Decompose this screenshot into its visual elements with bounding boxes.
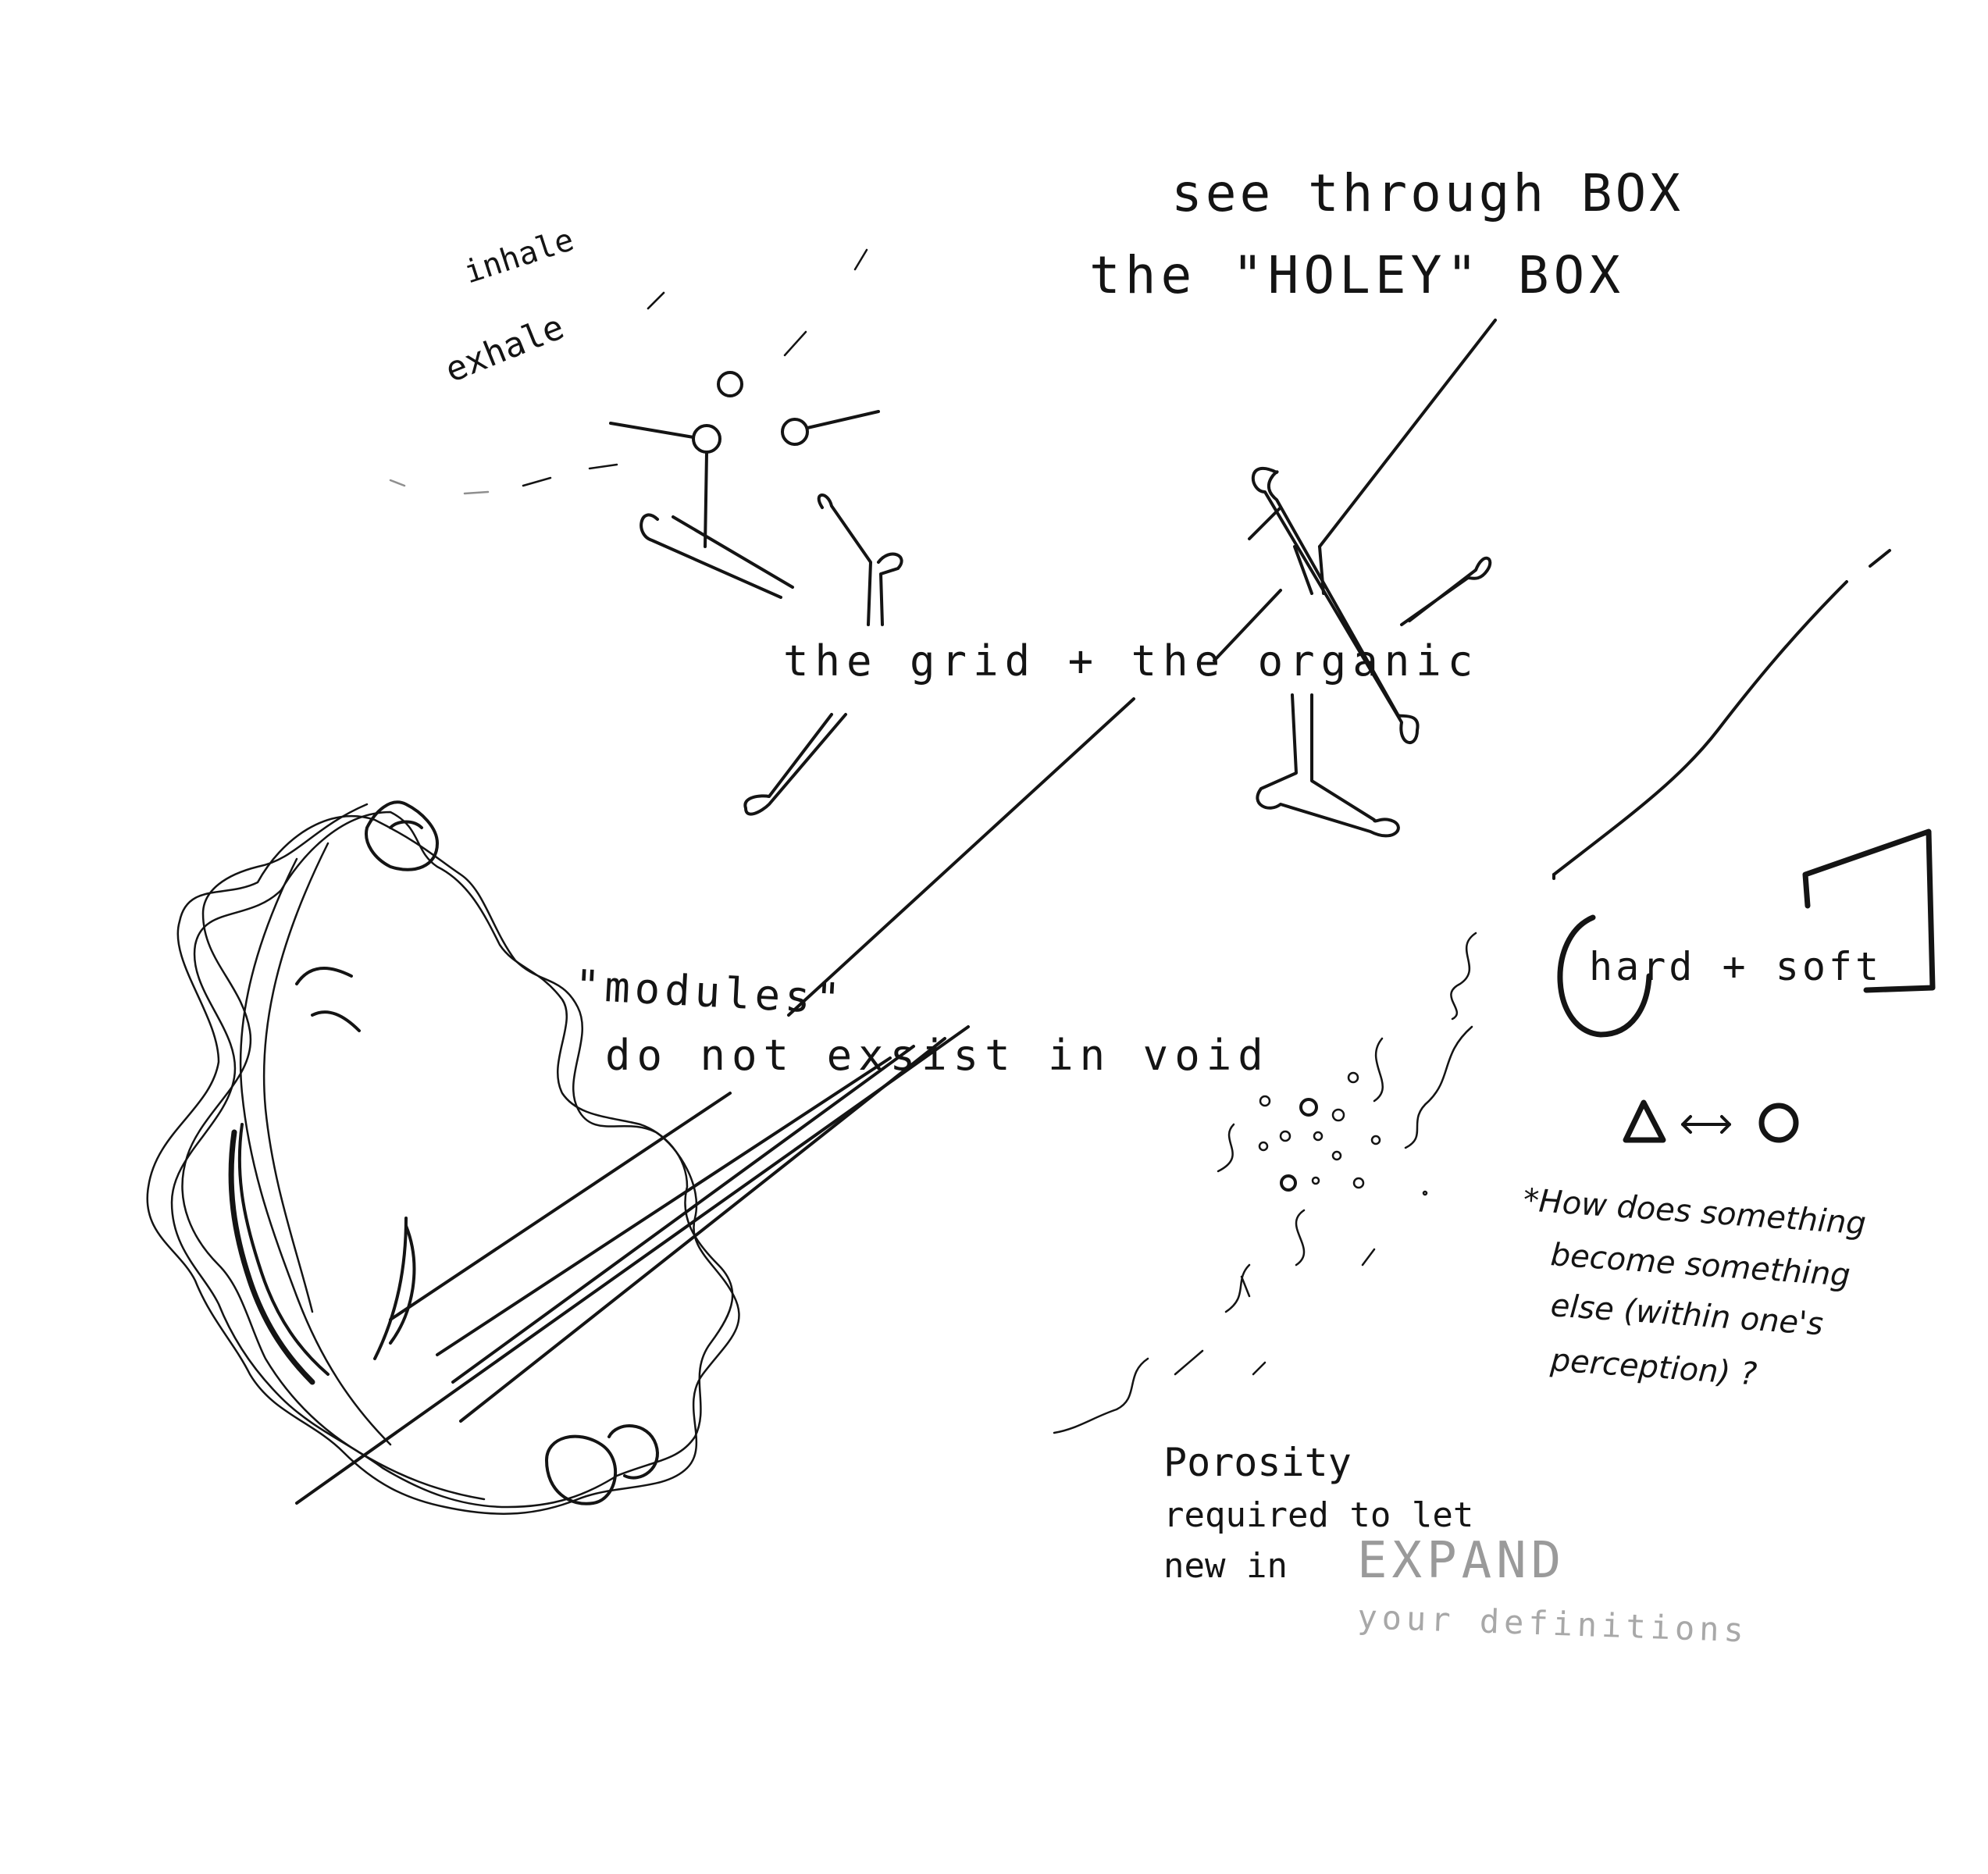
question-line-4: perception) ?	[1548, 1342, 1758, 1392]
bubbles	[1258, 1071, 1428, 1196]
squiggles	[1053, 932, 1477, 1434]
not-exist-label: do not exsist in void	[605, 1031, 1270, 1080]
breath-dashes	[389, 248, 868, 495]
text-labels: inhale exhale see through BOX the "HOLEY…	[440, 163, 1882, 1649]
bone-cross	[1213, 319, 1497, 838]
question-line-3: else (within one's	[1549, 1288, 1824, 1342]
triangle-icon	[1623, 1099, 1666, 1143]
expand-label: EXPAND	[1357, 1532, 1566, 1590]
organic-loop	[146, 800, 740, 1515]
hard-soft-label: hard + soft	[1589, 944, 1882, 989]
holey-box-label: the "HOLEY" BOX	[1089, 245, 1625, 305]
new-in-label: new in	[1163, 1546, 1288, 1586]
question-line-2: become something	[1549, 1237, 1851, 1294]
double-arrow-icon	[1681, 1115, 1731, 1134]
porosity-label: Porosity	[1163, 1440, 1352, 1485]
modules-label: "modules"	[573, 960, 846, 1024]
see-through-box-label: see through BOX	[1171, 163, 1683, 223]
grid-organic-label: the grid + the organic	[783, 636, 1479, 686]
diagonal-lines	[295, 549, 1891, 1505]
definitions-label: your definitions	[1357, 1598, 1749, 1649]
inhale-label: inhale	[460, 222, 579, 290]
molecule-cluster	[609, 371, 903, 816]
hard-soft-shapes	[1557, 828, 1936, 1038]
circle-icon	[1758, 1103, 1799, 1143]
question-line-1: *How does something	[1522, 1182, 1867, 1242]
required-label: required to let	[1163, 1495, 1473, 1535]
exhale-label: exhale	[440, 307, 569, 390]
